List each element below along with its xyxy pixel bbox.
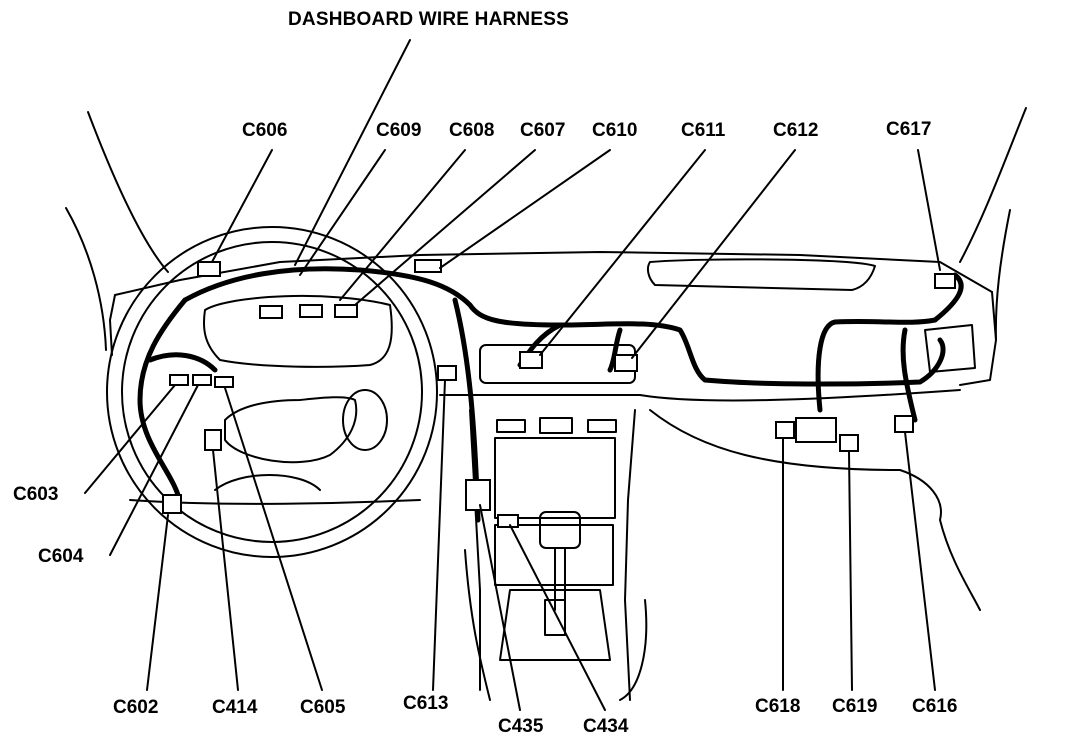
connector-c611 — [519, 351, 543, 369]
leader-c606 — [211, 149, 273, 263]
label-c619: C619 — [832, 696, 878, 717]
label-c608: C608 — [449, 120, 495, 141]
connector-c610 — [414, 259, 442, 273]
steering-wheel-outer — [106, 226, 438, 558]
right-a-pillar — [959, 107, 1027, 263]
leader-c619 — [848, 451, 853, 691]
dashboard-lower-line — [439, 389, 961, 402]
dashboard-right-end — [959, 291, 997, 386]
left-outer-pillar — [65, 207, 107, 351]
leader-title — [294, 39, 411, 266]
harness-right-drop — [900, 327, 918, 423]
leader-c617 — [917, 149, 941, 271]
right-vent — [924, 324, 976, 373]
shift-knob — [539, 511, 581, 549]
label-c616: C616 — [912, 696, 958, 717]
label-c607: C607 — [520, 120, 566, 141]
connector-c604 — [192, 374, 212, 386]
label-c414: C414 — [212, 697, 258, 718]
label-c602: C602 — [113, 697, 159, 718]
connector-c607 — [334, 304, 358, 318]
connector-c616 — [894, 415, 914, 433]
instrument-cluster — [202, 294, 393, 368]
harness-left-drop — [137, 297, 188, 498]
connector-c414 — [204, 429, 222, 451]
diagram-title: DASHBOARD WIRE HARNESS — [288, 9, 569, 30]
left-a-pillar — [87, 111, 169, 273]
label-c612: C612 — [773, 120, 819, 141]
connector-c434 — [497, 514, 519, 528]
vent-button-2 — [539, 417, 573, 434]
leader-c611 — [539, 149, 706, 356]
connector-c606 — [197, 261, 221, 277]
shifter-boot — [499, 589, 611, 661]
climate-panel — [494, 437, 616, 519]
center-stack-outline — [469, 409, 481, 691]
leader-c607 — [354, 149, 536, 306]
leader-c616 — [904, 431, 936, 691]
connector-c608 — [299, 304, 323, 318]
dashboard-left-end — [109, 294, 116, 356]
center-stack-right — [624, 409, 636, 701]
connector-c617 — [934, 273, 956, 289]
connector-c603 — [169, 374, 189, 386]
leader-c414 — [212, 449, 239, 691]
vent-button-1 — [496, 419, 526, 433]
label-c613: C613 — [403, 693, 449, 714]
connector-c435 — [465, 479, 491, 511]
connector-c602 — [162, 494, 182, 514]
leader-c612 — [631, 149, 796, 359]
label-c435: C435 — [498, 716, 544, 737]
harness-left-branch — [147, 352, 218, 373]
glovebox-edge — [649, 409, 901, 471]
label-c606: C606 — [242, 120, 288, 141]
label-c603: C603 — [13, 484, 59, 505]
connector-c605 — [214, 376, 234, 388]
leader-c609 — [299, 149, 386, 276]
harness-c612-branch — [607, 327, 623, 373]
leader-c613 — [432, 379, 446, 691]
harness-right-loop — [815, 272, 964, 413]
label-c610: C610 — [592, 120, 638, 141]
connector-c619 — [839, 434, 859, 452]
console-right — [619, 599, 648, 701]
connector-c613 — [437, 365, 457, 381]
connector-c618 — [775, 421, 795, 439]
leader-c604 — [109, 384, 199, 556]
dashboard-top — [114, 251, 993, 296]
right-outer-pillar — [994, 209, 1011, 341]
label-c605: C605 — [300, 697, 346, 718]
connector-c612 — [614, 354, 638, 372]
steering-spoke-lower — [214, 474, 321, 491]
label-c618: C618 — [755, 696, 801, 717]
shift-gate — [544, 599, 566, 636]
label-c611: C611 — [681, 120, 726, 141]
defroster-vent — [646, 258, 876, 291]
label-c617: C617 — [886, 119, 932, 140]
connector-c609 — [259, 305, 283, 319]
steering-hub — [224, 396, 358, 464]
label-c609: C609 — [376, 120, 422, 141]
leader-c605 — [224, 387, 323, 691]
label-c604: C604 — [38, 546, 84, 567]
dashboard-right-lower — [899, 469, 981, 611]
connector-c618-box — [795, 417, 837, 443]
leader-c435 — [479, 504, 521, 711]
leader-c608 — [339, 149, 466, 301]
leader-c434 — [509, 524, 606, 711]
console-left — [464, 549, 491, 701]
harness-main — [182, 266, 946, 387]
leader-c603 — [84, 384, 176, 494]
leader-c610 — [439, 149, 611, 269]
vent-button-3 — [587, 419, 617, 433]
label-c434: C434 — [583, 716, 629, 737]
leader-c602 — [146, 514, 169, 691]
horn-pad — [342, 389, 388, 451]
steering-wheel-inner — [121, 241, 423, 543]
